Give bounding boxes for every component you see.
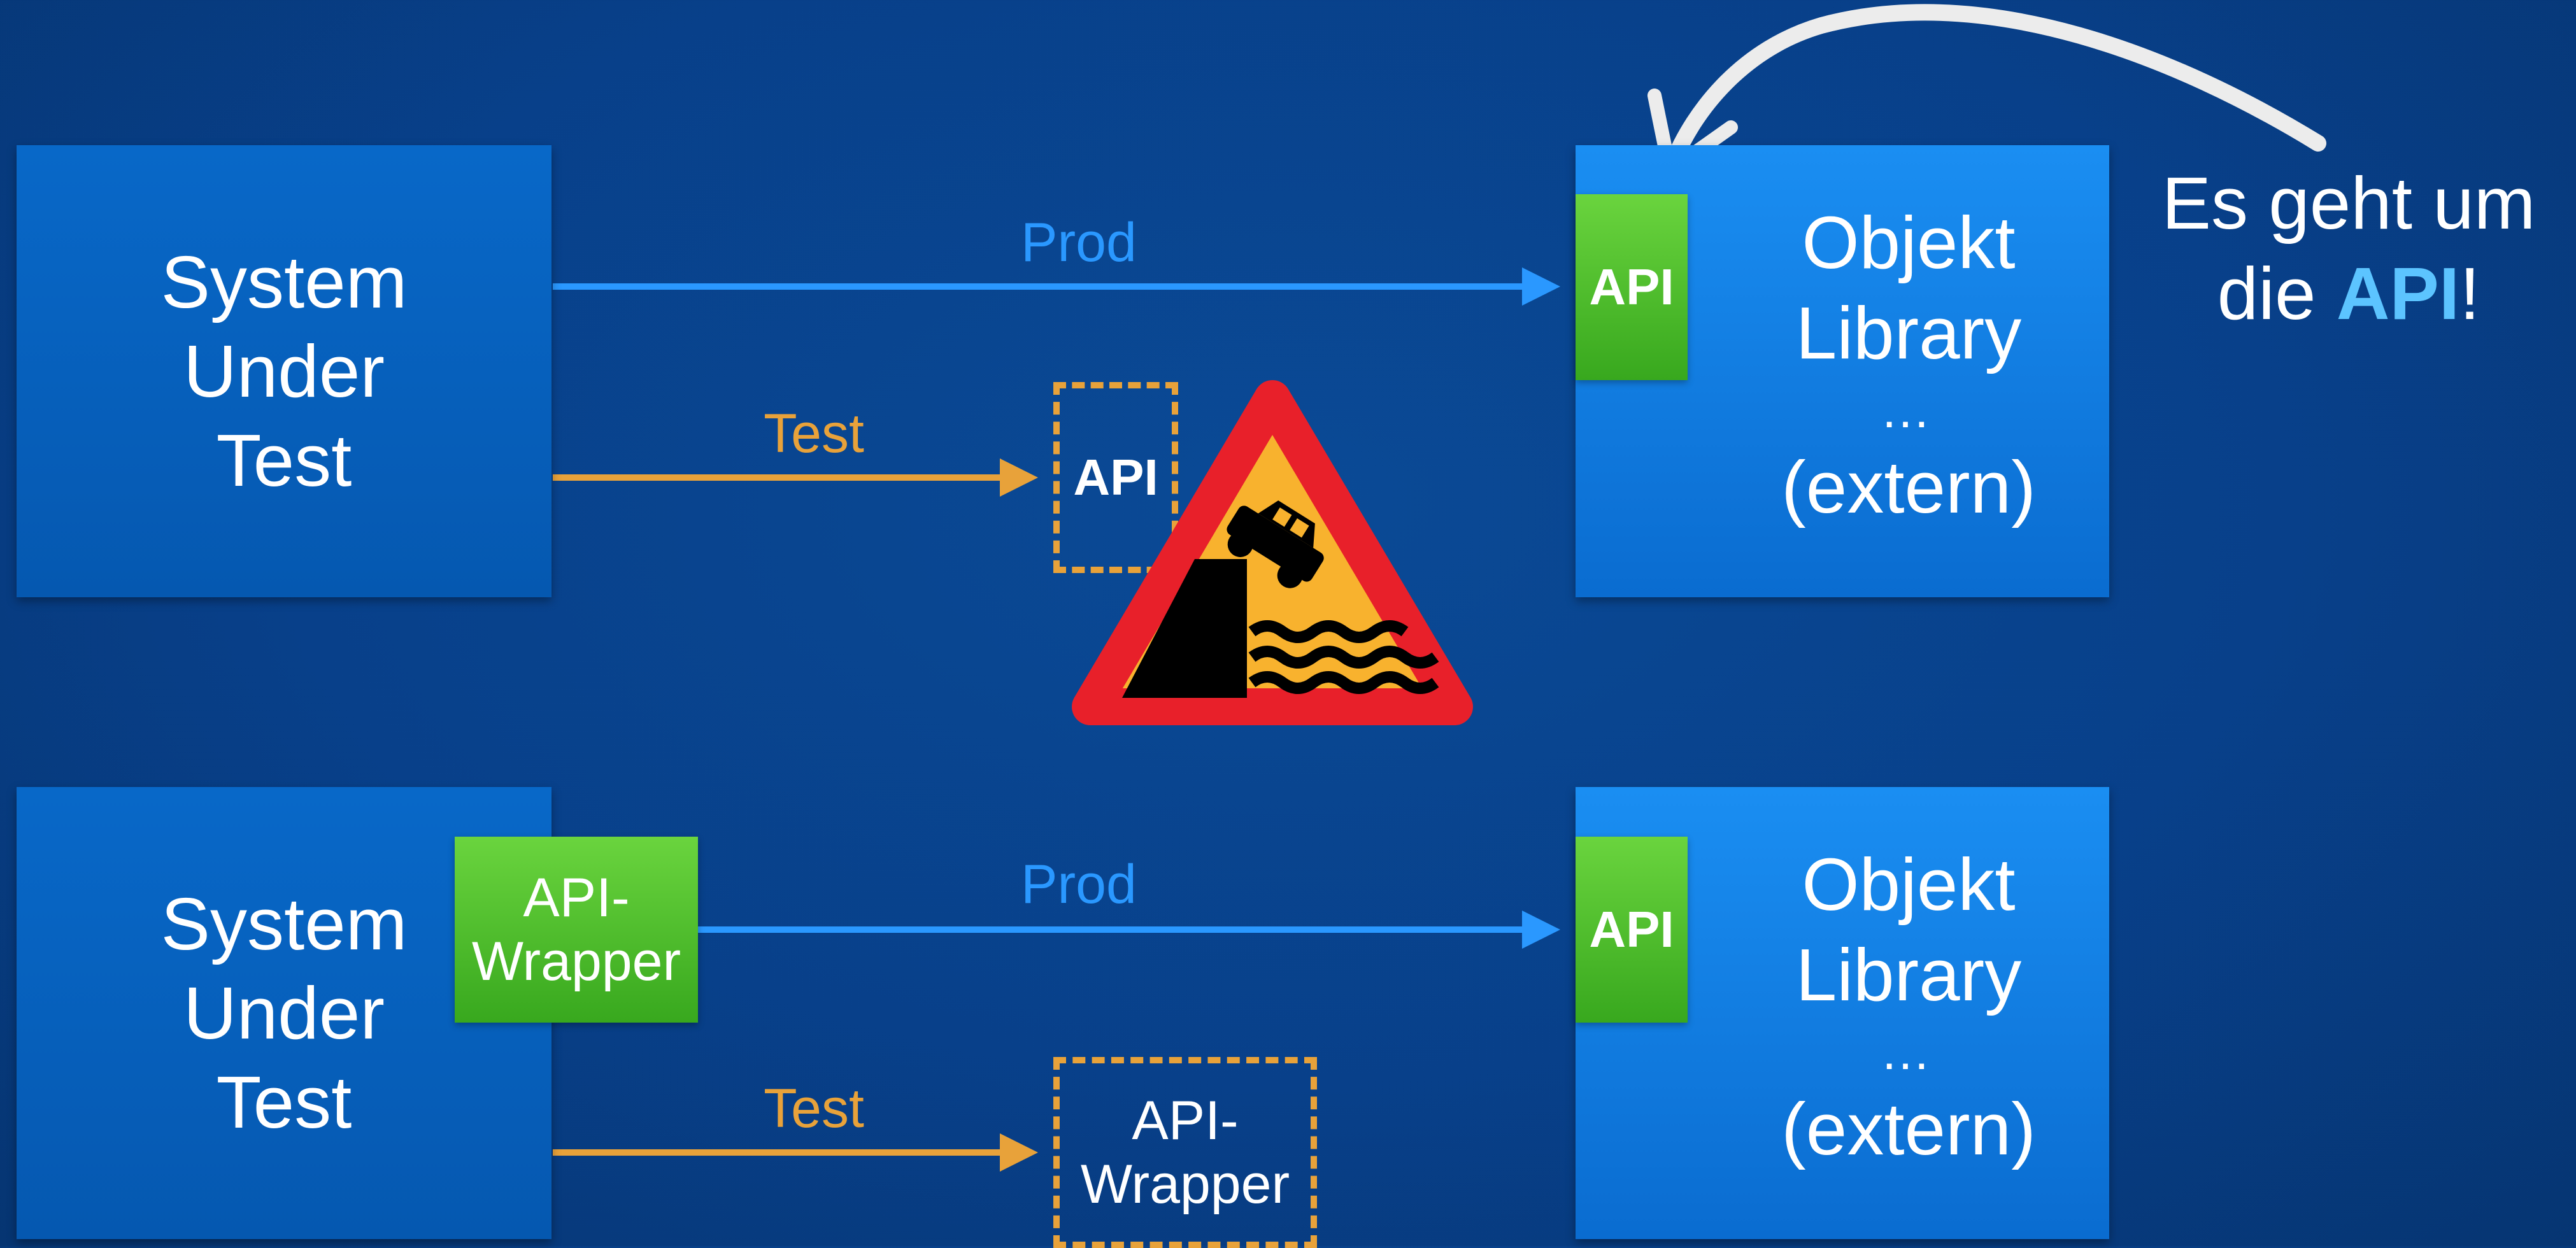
sut-line: Test: [216, 419, 352, 502]
callout-suffix: !: [2459, 252, 2480, 335]
library-line: (extern): [1781, 1088, 2036, 1170]
object-library-box-top: Objekt Library … (extern): [1576, 145, 2109, 597]
prod-label-bottom: Prod: [1021, 854, 1137, 915]
library-line: Library: [1795, 933, 2022, 1016]
wrapper-line: API-: [1132, 1090, 1239, 1151]
callout-line2: die API!: [2113, 248, 2576, 339]
sut-line: Under: [183, 972, 385, 1054]
test-api-wrapper-placeholder-bottom: API- Wrapper: [1053, 1057, 1317, 1248]
system-under-test-box-top: System Under Test: [17, 145, 551, 597]
sut-line: System: [160, 241, 408, 323]
wrapper-line: API-: [523, 867, 630, 928]
callout-emphasis: API: [2336, 252, 2460, 335]
test-label-top: Test: [764, 403, 864, 464]
api-tab-bottom: API: [1576, 837, 1688, 1023]
test-api-placeholder-top: API: [1053, 382, 1178, 573]
callout-line1: Es geht um: [2161, 162, 2536, 245]
curved-arrow-icon: [1663, 4, 2326, 174]
api-tab-top: API: [1576, 194, 1688, 380]
test-api-placeholder-label: API: [1073, 449, 1158, 506]
wrapper-line: Wrapper: [1080, 1154, 1290, 1215]
library-line: Objekt: [1802, 201, 2016, 284]
library-line: (extern): [1781, 446, 2036, 528]
sut-line: Test: [216, 1061, 352, 1144]
callout-prefix: die: [2217, 252, 2337, 335]
api-wrapper-tab-bottom: API- Wrapper: [455, 837, 698, 1023]
prod-label-top: Prod: [1021, 212, 1137, 273]
library-ellipsis: …: [1880, 381, 1937, 438]
test-label-bottom: Test: [764, 1078, 864, 1139]
sut-line: Under: [183, 330, 385, 413]
warning-sign-icon: [1072, 380, 1473, 725]
sut-line: System: [160, 883, 408, 965]
library-line: Objekt: [1802, 843, 2016, 926]
callout-text: Es geht um die API!: [2113, 158, 2576, 339]
library-line: Library: [1795, 292, 2022, 374]
library-ellipsis: …: [1880, 1023, 1937, 1080]
wrapper-line: Wrapper: [471, 931, 681, 992]
